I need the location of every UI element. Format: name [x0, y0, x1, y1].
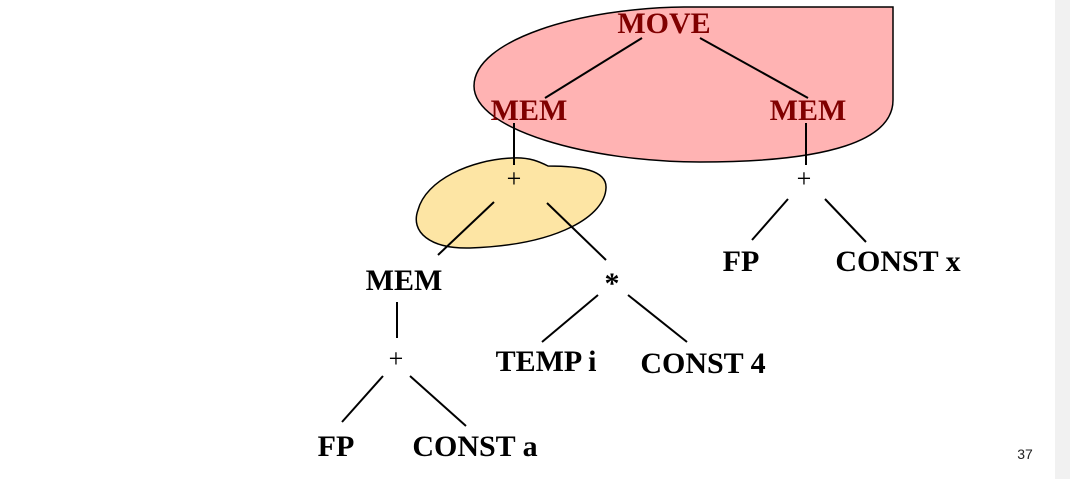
edge-plus-right-fp — [751, 198, 789, 241]
edge-plus-times — [546, 202, 607, 261]
node-plus-inner: + — [389, 344, 404, 373]
node-const-a: CONST a — [412, 430, 537, 463]
edge-move-mem-left — [544, 37, 643, 99]
edge-plus-inner-const-a — [409, 375, 467, 427]
node-plus-right: + — [797, 164, 812, 193]
move-tile-highlight — [473, 6, 894, 163]
node-mem-right: MEM — [770, 94, 847, 127]
edge-times-const-4 — [627, 294, 688, 343]
node-mem-left: MEM — [491, 94, 568, 127]
node-const-x: CONST x — [835, 245, 960, 278]
node-fp-left: FP — [318, 430, 355, 463]
node-move: MOVE — [617, 7, 710, 40]
page-number: 37 — [1017, 446, 1033, 462]
edge-plus-right-const-x — [824, 198, 867, 243]
node-temp-i: TEMP i — [496, 345, 597, 378]
node-mem-inner: MEM — [366, 264, 443, 297]
node-const-4: CONST 4 — [640, 347, 765, 380]
node-times: * — [605, 267, 620, 300]
right-gutter — [1055, 0, 1070, 479]
plus-tile-highlight — [415, 157, 607, 249]
node-fp-right: FP — [723, 245, 760, 278]
edge-times-temp-i — [541, 294, 599, 343]
node-plus-left: + — [507, 164, 522, 193]
edge-move-mem-right — [699, 37, 809, 99]
edge-plus-inner-fp — [341, 375, 384, 423]
edge-plus-mem-inner — [437, 201, 495, 256]
